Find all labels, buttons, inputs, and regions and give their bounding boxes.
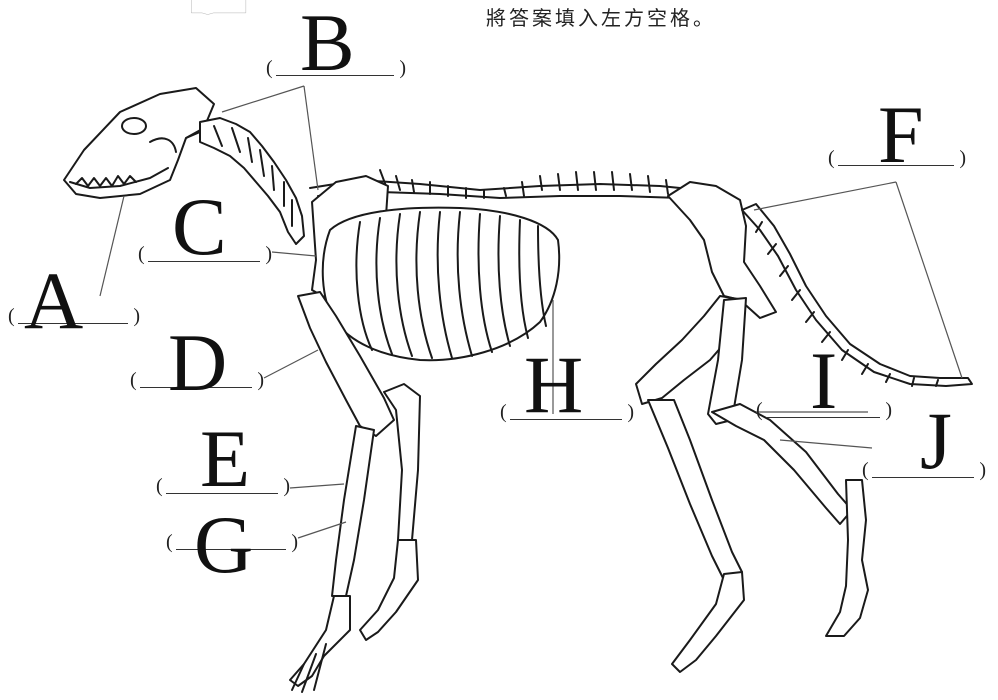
label-j: J xyxy=(920,400,952,482)
label-h: H xyxy=(524,344,583,426)
label-c: C xyxy=(172,186,227,268)
front-radius xyxy=(332,426,374,596)
leader-b-1 xyxy=(222,86,304,112)
leader-f-2 xyxy=(896,182,962,378)
label-i: I xyxy=(810,340,837,422)
leader-b-2 xyxy=(304,86,318,190)
leader-a xyxy=(100,196,124,296)
label-f: F xyxy=(878,94,924,176)
label-b: B xyxy=(300,2,355,84)
leader-f-1 xyxy=(754,182,896,210)
leader-c xyxy=(272,252,316,256)
leader-e xyxy=(290,484,344,488)
hind-tibia xyxy=(648,400,742,580)
tail-shape xyxy=(742,204,972,386)
leader-d xyxy=(264,350,318,378)
label-d: D xyxy=(168,322,227,404)
label-a: A xyxy=(24,260,83,342)
label-e: E xyxy=(200,418,250,500)
label-g: G xyxy=(194,504,253,586)
